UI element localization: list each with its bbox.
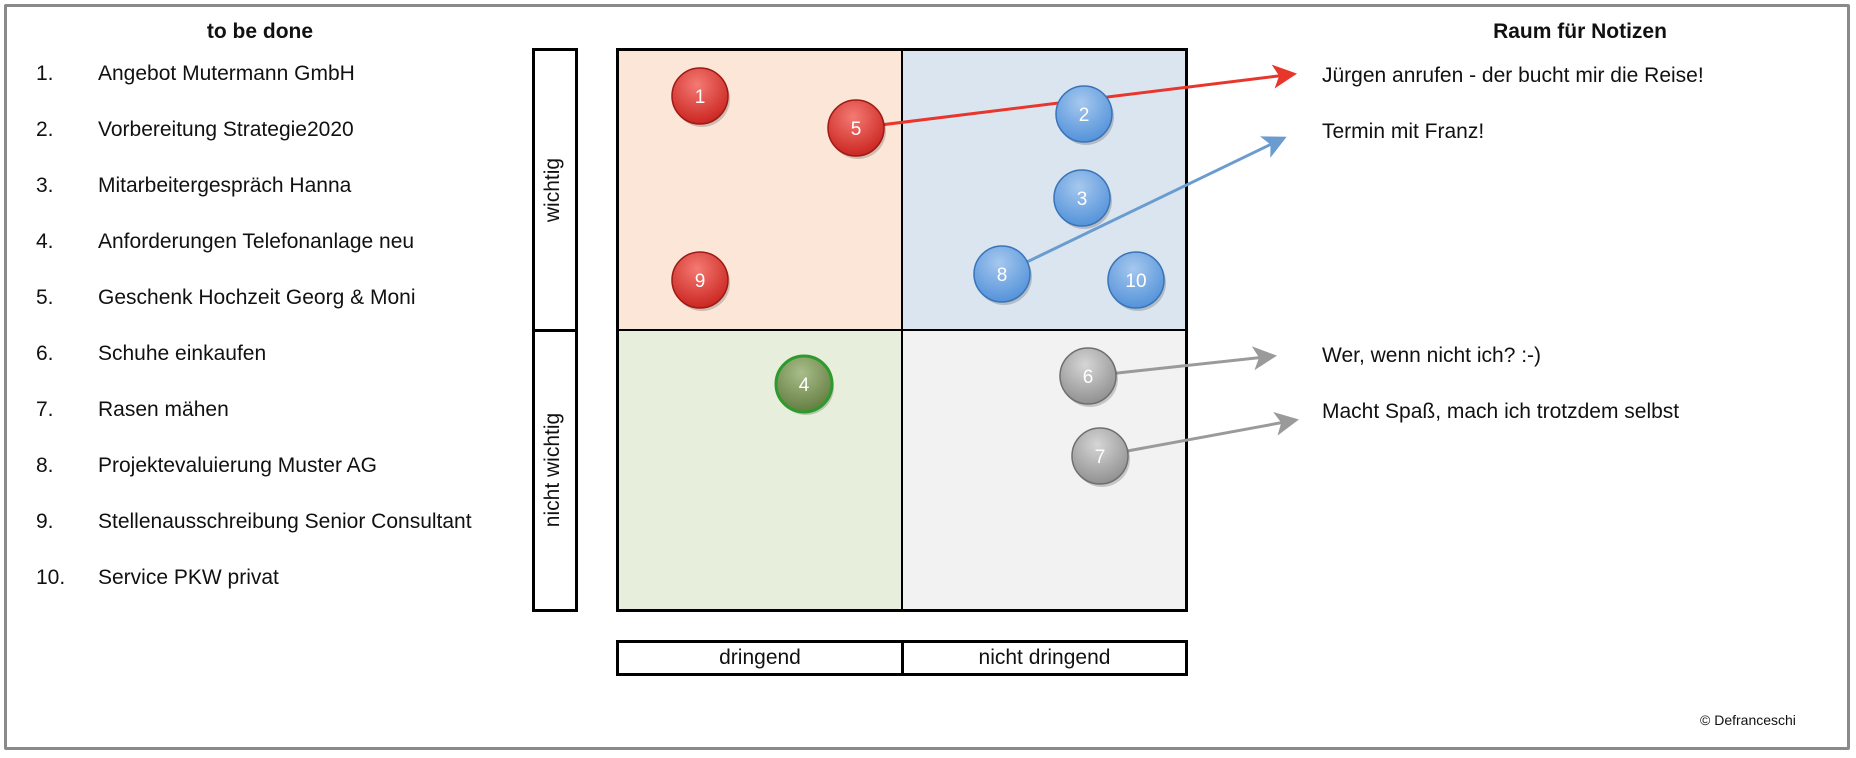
notes-heading: Raum für Notizen	[1493, 20, 1667, 43]
note-meeting-franz: Termin mit Franz!	[1322, 120, 1485, 143]
task-marker-7: 7	[1071, 427, 1130, 487]
x-axis-box-urgent	[616, 640, 904, 676]
todo-text: Rasen mähen	[98, 398, 229, 421]
quadrant-not-urgent-not-important	[902, 330, 1186, 610]
todo-item: 10. Service PKW privat	[36, 566, 279, 596]
task-marker-label: 3	[1077, 189, 1088, 210]
y-axis-box-not-important	[532, 329, 578, 612]
task-marker-label: 9	[695, 271, 706, 292]
todo-number: 1.	[36, 62, 54, 85]
arrow-8-to-note	[1001, 136, 1287, 276]
task-marker-label: 6	[1083, 367, 1094, 388]
todo-number: 5.	[36, 286, 54, 309]
todo-text: Vorbereitung Strategie2020	[98, 118, 354, 141]
todo-number: 10.	[36, 566, 66, 589]
x-label-urgent: dringend	[719, 646, 801, 669]
task-marker-label: 5	[851, 119, 862, 140]
todo-number: 3.	[36, 174, 54, 197]
todo-number: 9.	[36, 510, 54, 533]
arrow-7-to-note	[1099, 411, 1299, 458]
todo-number: 7.	[36, 398, 54, 421]
task-marker-label: 2	[1079, 105, 1090, 126]
task-marker-label: 8	[997, 265, 1008, 286]
task-marker-9: 9	[671, 251, 730, 311]
todo-item: 2. Vorbereitung Strategie2020	[36, 118, 354, 148]
todo-item: 1. Angebot Mutermann GmbH	[36, 62, 355, 92]
task-marker-4: 4	[774, 354, 834, 415]
task-marker-label: 10	[1125, 271, 1146, 292]
task-marker-8: 8	[973, 245, 1032, 305]
note-who-else: Wer, wenn nicht ich? :-)	[1322, 344, 1542, 367]
todo-heading: to be done	[206, 20, 314, 43]
copyright-credit: © Defranceschi	[1700, 712, 1796, 728]
todo-number: 6.	[36, 342, 54, 365]
quadrant-urgent-not-important	[618, 330, 902, 610]
x-axis-box-not-urgent	[901, 640, 1188, 676]
task-marker-5: 5	[827, 99, 886, 159]
task-marker-1: 1	[671, 67, 730, 127]
note-fun-myself: Macht Spaß, mach ich trotzdem selbst	[1322, 400, 1680, 423]
matrix-divider-horizontal	[616, 329, 1188, 331]
note-call-juergen: Jürgen anrufen - der bucht mir die Reise…	[1322, 64, 1704, 87]
todo-number: 2.	[36, 118, 54, 141]
quadrant-urgent-important	[618, 50, 902, 330]
todo-text: Mitarbeitergespräch Hanna	[98, 174, 352, 197]
todo-item: 3. Mitarbeitergespräch Hanna	[36, 174, 351, 204]
task-marker-3: 3	[1053, 169, 1112, 229]
outer-frame	[4, 4, 1850, 750]
todo-item: 5. Geschenk Hochzeit Georg & Moni	[36, 286, 415, 316]
todo-text: Projektevaluierung Muster AG	[98, 454, 377, 477]
todo-text: Geschenk Hochzeit Georg & Moni	[98, 286, 416, 309]
todo-text: Angebot Mutermann GmbH	[98, 62, 355, 85]
x-label-not-urgent: nicht dringend	[978, 646, 1111, 669]
task-marker-2: 2	[1055, 85, 1114, 145]
task-marker-label: 4	[799, 375, 810, 396]
todo-item: 4. Anforderungen Telefonanlage neu	[36, 230, 414, 260]
task-marker-label: 7	[1095, 447, 1106, 468]
task-marker-10: 10	[1107, 251, 1166, 311]
todo-item: 8. Projektevaluierung Muster AG	[36, 454, 377, 484]
todo-text: Service PKW privat	[98, 566, 279, 589]
todo-text: Stellenausschreibung Senior Consultant	[98, 510, 472, 533]
task-marker-6: 6	[1059, 347, 1118, 407]
todo-text: Anforderungen Telefonanlage neu	[98, 230, 415, 253]
todo-number: 4.	[36, 230, 54, 253]
todo-number: 8.	[36, 454, 54, 477]
todo-text: Schuhe einkaufen	[98, 342, 267, 365]
y-axis-box-important	[532, 48, 578, 332]
todo-item: 7. Rasen mähen	[36, 398, 229, 428]
arrow-6-to-note	[1089, 346, 1277, 378]
todo-item: 9. Stellenausschreibung Senior Consultant	[36, 510, 472, 540]
todo-item: 6. Schuhe einkaufen	[36, 342, 266, 372]
task-marker-label: 1	[695, 87, 706, 108]
